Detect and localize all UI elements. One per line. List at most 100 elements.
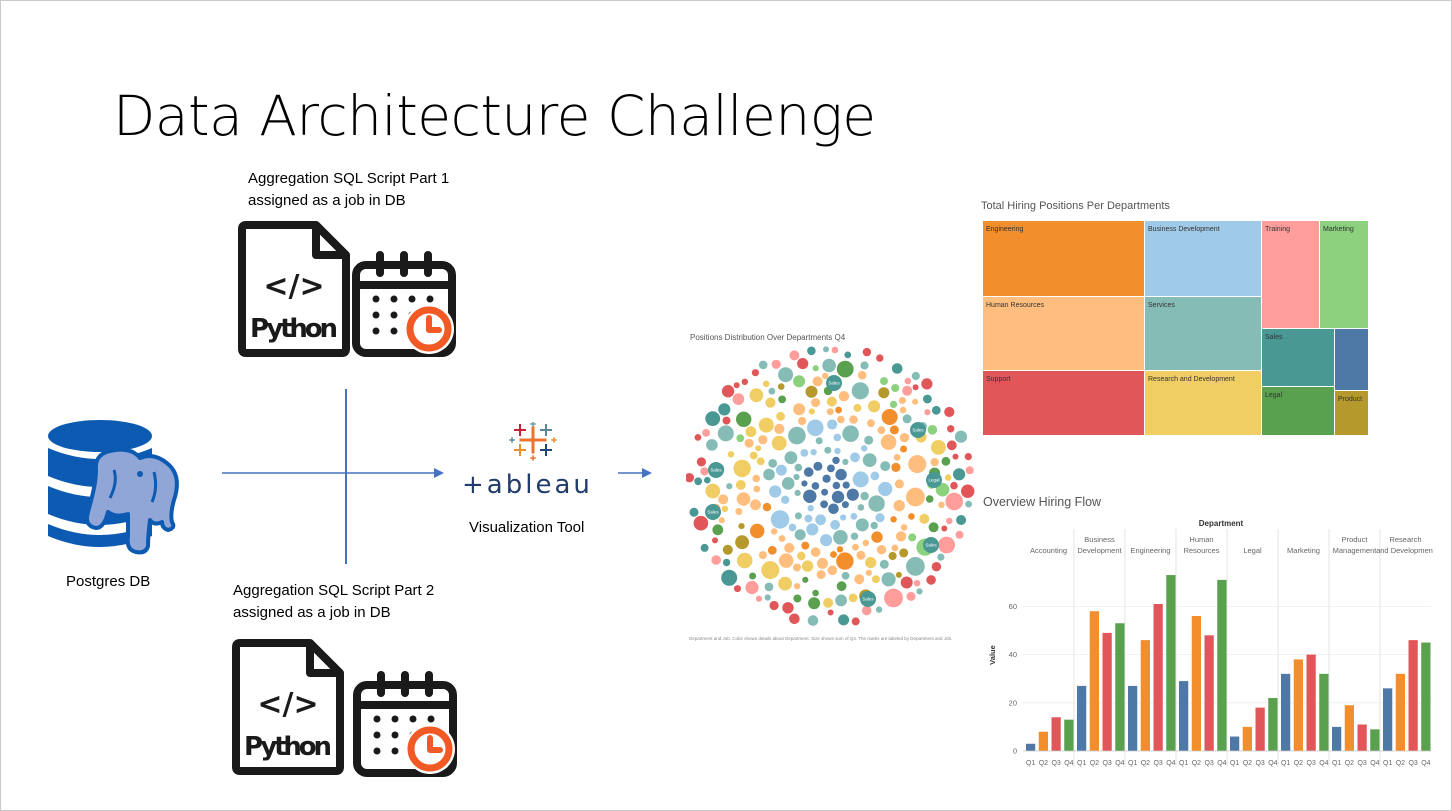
bubble-mark — [793, 403, 806, 416]
bubble-mark — [755, 595, 763, 602]
bubble-mark — [841, 571, 850, 580]
bubble-mark — [832, 481, 841, 490]
bar-x-tick-label: Q4 — [1217, 760, 1226, 767]
bubble-mark — [736, 411, 752, 427]
bar-mark — [1166, 575, 1176, 751]
bubble-mark — [864, 435, 874, 445]
bubble-mark — [889, 425, 899, 435]
bubble-mark — [827, 464, 835, 473]
bar-x-tick-label: Q2 — [1141, 760, 1150, 767]
bubble-mark — [879, 559, 889, 569]
script1-caption: Aggregation SQL Script Part 1 assigned a… — [248, 168, 449, 212]
treemap-cell-label: Business Development — [1148, 226, 1220, 233]
bubble-mark — [862, 539, 869, 547]
bubble-mark — [880, 377, 888, 386]
bubble-mark — [850, 532, 859, 540]
bubble-mark — [954, 430, 968, 443]
bubble-mark — [764, 594, 771, 601]
bubble-mark — [880, 461, 891, 472]
bubble-mark — [753, 485, 761, 493]
bar-x-tick-label: Q3 — [1255, 760, 1264, 767]
bubble-mark — [689, 507, 699, 517]
bar-group-label: Resources — [1184, 546, 1220, 555]
bubble-mark — [893, 454, 901, 461]
bubble-mark — [807, 615, 819, 626]
bubble-mark — [860, 361, 869, 370]
bar-mark — [1153, 603, 1163, 751]
bubble-mark — [841, 501, 849, 509]
bar-group-label: Development — [1077, 546, 1122, 555]
bubble-mark — [778, 576, 792, 591]
bubble-mark — [921, 378, 933, 390]
bubble-mark — [797, 551, 806, 561]
bubble-mark — [758, 417, 774, 433]
bubble-mark — [811, 482, 820, 490]
bubble-mark — [770, 510, 790, 529]
bar-mark — [1344, 705, 1354, 751]
bubble-mark — [900, 445, 908, 453]
bar-x-tick-label: Q3 — [1306, 760, 1315, 767]
bubble-mark — [916, 588, 923, 595]
bubble-mark — [925, 495, 934, 503]
bubble-mark — [721, 385, 735, 398]
bubble-mark — [762, 380, 770, 388]
bubble-mark — [741, 378, 748, 385]
bubble-mark — [944, 406, 955, 418]
bubble-mark — [906, 557, 925, 576]
bubble-mark — [793, 473, 800, 481]
bar-x-tick-label: Q3 — [1153, 760, 1162, 767]
vertical-connector — [345, 389, 347, 564]
bubble-mark — [838, 614, 850, 626]
bubble-mark — [902, 414, 912, 424]
bubble-mark — [833, 433, 842, 442]
bar-y-tick-label: 0 — [1013, 747, 1017, 756]
bubble-mark — [808, 597, 821, 610]
bubble-mark — [941, 525, 948, 532]
bubble-mark — [836, 360, 854, 378]
bubble-mark — [890, 400, 898, 408]
treemap-cell-label: Human Resources — [986, 302, 1044, 309]
bubble-mark — [800, 449, 809, 457]
bubble-mark — [835, 594, 847, 607]
bubble-mark — [745, 426, 757, 438]
bubble-label: Legal — [928, 478, 939, 483]
bubble-mark — [812, 589, 819, 597]
bar-mark — [1357, 724, 1367, 751]
visualization-tool-label: Visualization Tool — [469, 519, 585, 536]
bubble-mark — [865, 569, 872, 576]
treemap-cell-label: Sales — [1265, 334, 1283, 341]
treemap-cell: Marketing — [1320, 221, 1368, 328]
bubble-mark — [877, 426, 886, 435]
bubble-mark — [807, 346, 816, 356]
bubble-mark — [830, 519, 840, 530]
bubble-mark — [895, 571, 902, 578]
bubble-mark — [794, 583, 801, 590]
bubble-mark — [931, 440, 946, 455]
bar-group-header: Department — [1199, 519, 1244, 528]
bubble-label: Sales — [710, 468, 722, 473]
treemap-title: Total Hiring Positions Per Departments — [981, 200, 1170, 212]
bubble-mark — [953, 468, 966, 481]
bar-x-tick-label: Q1 — [1026, 760, 1035, 767]
bubble-mark — [842, 425, 859, 442]
bar-group-label: and Development — [1376, 546, 1433, 555]
bubble-mark — [878, 481, 893, 497]
bubble-mark — [878, 387, 890, 399]
calendar-clock-icon — [352, 251, 456, 357]
code-glyph: </> — [263, 269, 324, 304]
bubble-mark — [776, 411, 785, 421]
treemap-cell-label: Marketing — [1323, 226, 1354, 233]
postgres-db-label: Postgres DB — [66, 573, 151, 590]
bubble-mark — [761, 561, 780, 580]
treemap-cell-label: Product — [1338, 396, 1363, 403]
script1-caption-line2: assigned as a job in DB — [248, 192, 406, 209]
bubble-chart-footnote: Department and Job. Color shows details … — [689, 636, 953, 641]
treemap-cell-label: Research and Development — [1148, 376, 1235, 383]
bubble-mark — [876, 354, 884, 362]
bubble-mark — [870, 521, 878, 530]
bubble-mark — [794, 489, 801, 496]
bar-mark — [1115, 623, 1125, 751]
bar-x-tick-label: Q4 — [1421, 760, 1430, 767]
bar-group-label: Research — [1389, 535, 1421, 544]
bubble-mark — [736, 434, 745, 443]
